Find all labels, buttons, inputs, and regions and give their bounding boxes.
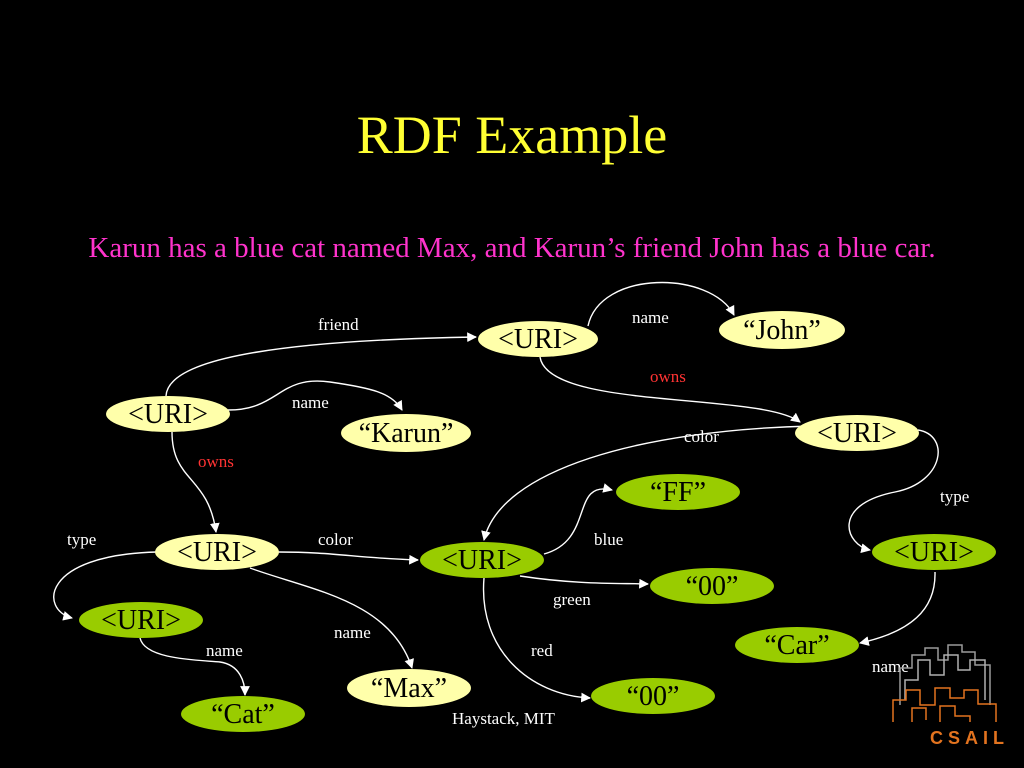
node-karun_name: “Karun”	[341, 414, 471, 452]
node-label-max_name: “Max”	[371, 673, 447, 704]
edge-cat_type-cat_name	[139, 637, 250, 696]
edge-label-friend: friend	[318, 315, 359, 334]
edge-label-type: type	[940, 487, 969, 506]
node-label-cat: <URI>	[177, 537, 257, 568]
node-label-cat_type: <URI>	[101, 605, 181, 636]
edge-car-blue	[481, 425, 813, 541]
edge-label-type: type	[67, 530, 96, 549]
node-label-blue_ff: “FF”	[650, 477, 706, 508]
node-shape-car	[795, 415, 919, 451]
edge-label-red: red	[531, 641, 553, 660]
edge-cat-cat_type	[53, 551, 158, 621]
node-car: <URI>	[795, 415, 919, 451]
edge-label-name: name	[206, 641, 243, 660]
slide-subtitle: Karun has a blue cat named Max, and Karu…	[88, 232, 936, 264]
node-label-karun_name: “Karun”	[359, 418, 454, 449]
node-shape-max_name	[347, 669, 471, 707]
node-shape-john	[478, 321, 598, 357]
csail-logo-icon	[892, 644, 997, 722]
node-shape-blue	[420, 542, 544, 578]
edge-label-name: name	[334, 623, 371, 642]
edge-cat-max_name	[249, 567, 414, 669]
node-shape-blue_red	[591, 678, 715, 714]
node-label-blue: <URI>	[442, 545, 522, 576]
node-shape-cat_name	[181, 696, 305, 732]
node-cat_type: <URI>	[79, 602, 203, 638]
edge-john-car	[539, 356, 801, 423]
edge-label-blue: blue	[594, 530, 623, 549]
edge-label-green: green	[553, 590, 591, 609]
node-john: <URI>	[478, 321, 598, 357]
node-label-car_type: <URI>	[894, 537, 974, 568]
edge-label-color: color	[684, 427, 719, 446]
edge-label-owns: owns	[650, 367, 686, 386]
node-label-john: <URI>	[498, 324, 578, 355]
node-blue_green: “00”	[650, 568, 774, 604]
node-label-john_name: “John”	[743, 315, 821, 346]
node-shape-blue_ff	[616, 474, 740, 510]
edge-label-color: color	[318, 530, 353, 549]
node-shape-cat_type	[79, 602, 203, 638]
node-shape-blue_green	[650, 568, 774, 604]
node-car_name: “Car”	[735, 627, 859, 663]
edge-label-name: name	[872, 657, 909, 676]
node-shape-john_name	[719, 311, 845, 349]
nodes-layer: <URI> <URI> “John” “Karun” <URI> <URI> <URI> “F…	[79, 311, 996, 732]
node-blue_red: “00”	[591, 678, 715, 714]
node-car_type: <URI>	[872, 534, 996, 570]
node-label-karun: <URI>	[128, 399, 208, 430]
node-karun: <URI>	[106, 396, 230, 432]
node-shape-car_name	[735, 627, 859, 663]
node-cat_name: “Cat”	[181, 696, 305, 732]
node-cat: <URI>	[155, 534, 279, 570]
node-shape-karun	[106, 396, 230, 432]
node-blue: <URI>	[420, 542, 544, 578]
edge-label-name: name	[292, 393, 329, 412]
node-label-car_name: “Car”	[764, 630, 829, 661]
edge-karun-karun_name	[227, 380, 403, 411]
footer-text: Haystack, MIT	[452, 709, 555, 728]
edge-cat-blue	[277, 551, 419, 565]
csail-logo-text: CSAIL	[930, 728, 1009, 748]
edge-car_type-car_name	[859, 571, 936, 646]
edge-label-name: name	[632, 308, 669, 327]
edge-label-owns: owns	[198, 452, 234, 471]
edge-karun-john	[165, 332, 477, 397]
edge-car-car_type	[848, 429, 939, 553]
node-shape-karun_name	[341, 414, 471, 452]
edges-layer	[53, 281, 939, 703]
node-john_name: “John”	[719, 311, 845, 349]
edge-john-john_name	[587, 281, 735, 327]
node-blue_ff: “FF”	[616, 474, 740, 510]
node-shape-car_type	[872, 534, 996, 570]
node-shape-cat	[155, 534, 279, 570]
node-label-blue_red: “00”	[627, 681, 680, 712]
edge-labels-layer: friend name owns name owns color type type color…	[67, 308, 969, 676]
slide-title: RDF Example	[356, 105, 668, 165]
edge-karun-cat	[171, 431, 220, 533]
edge-blue-blue_red	[482, 577, 591, 703]
node-label-blue_green: “00”	[686, 571, 739, 602]
node-label-car: <URI>	[817, 418, 897, 449]
node-max_name: “Max”	[347, 669, 471, 707]
node-label-cat_name: “Cat”	[211, 699, 275, 730]
edge-blue-blue_ff	[543, 483, 613, 555]
edge-blue-blue_green	[519, 575, 649, 589]
